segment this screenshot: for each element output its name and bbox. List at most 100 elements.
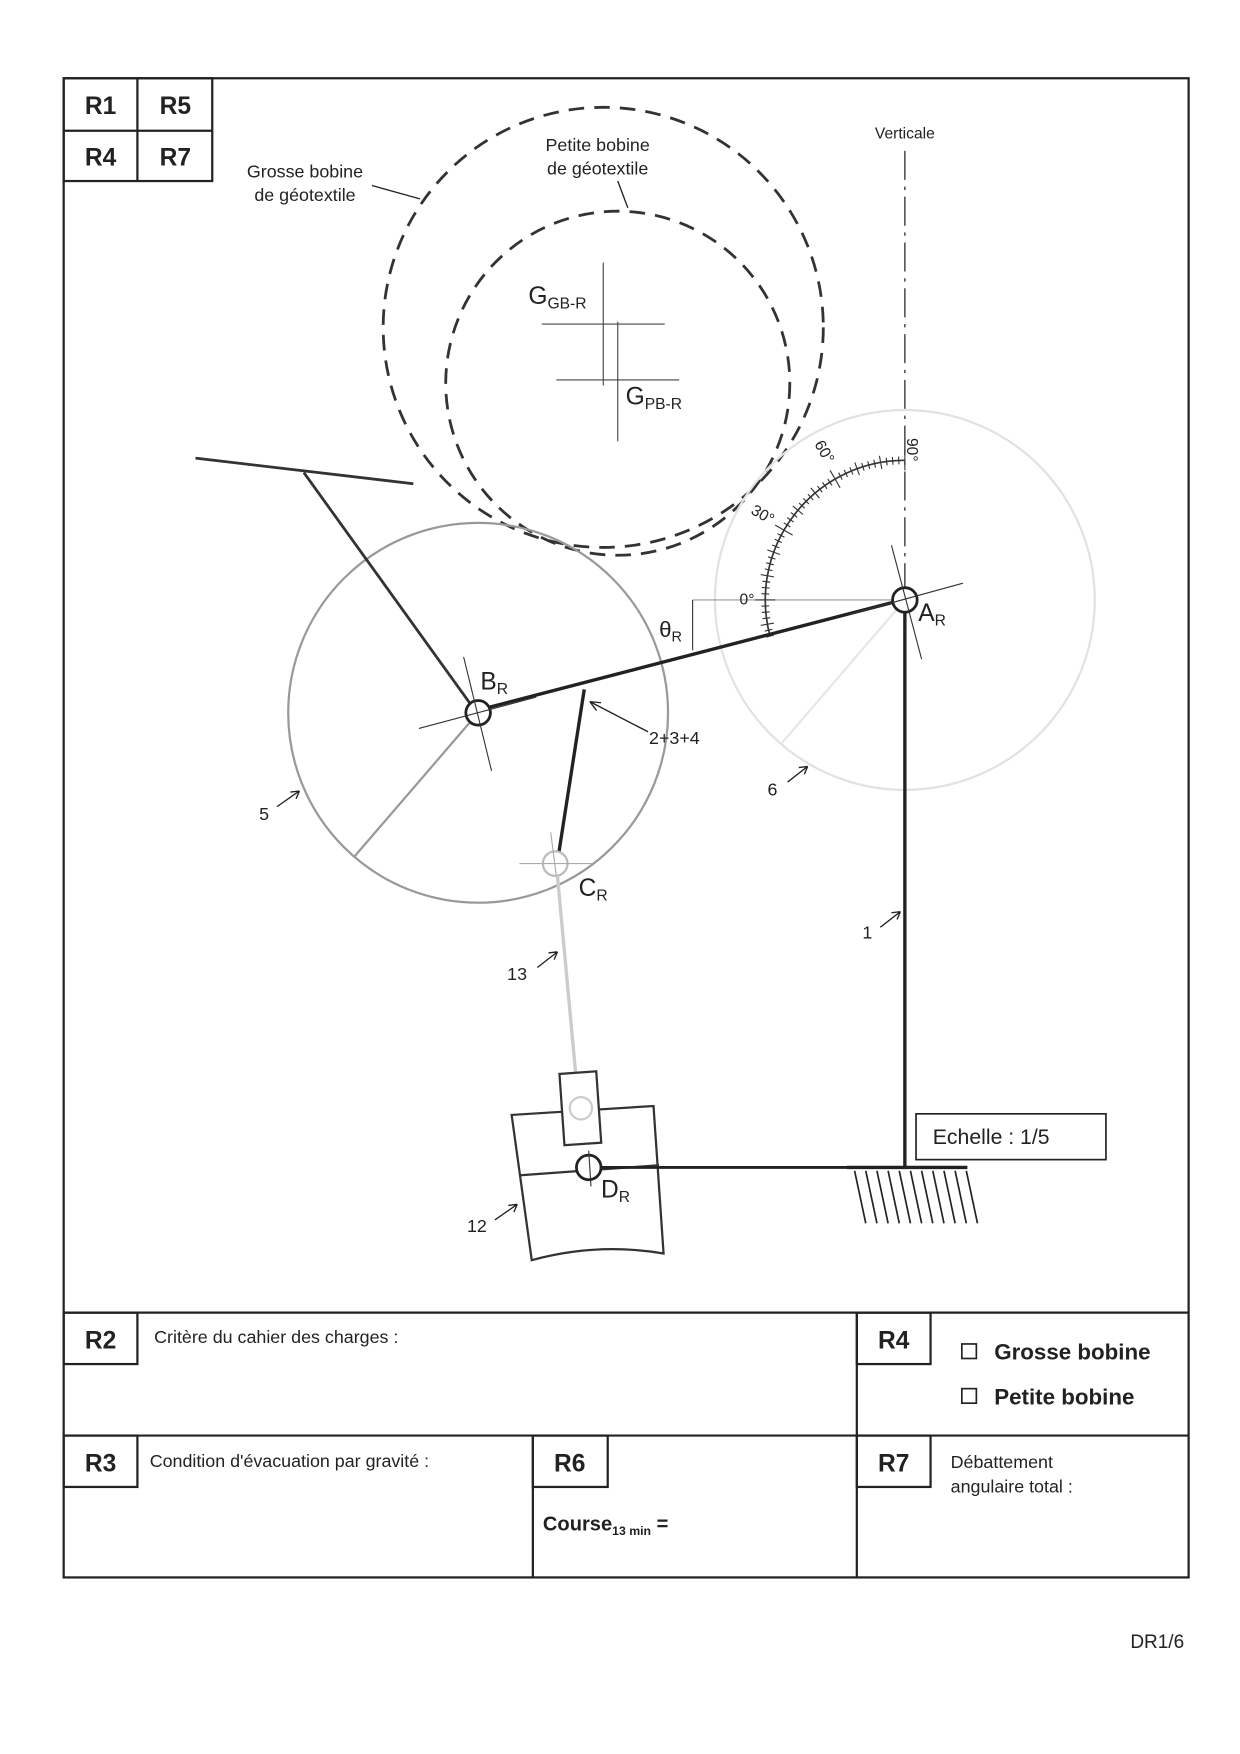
r3-tag: R3	[85, 1450, 116, 1477]
g-gb-label: GGB-R	[528, 283, 586, 312]
verticale-label: Verticale	[875, 126, 935, 143]
grosse-bobine-label-1: Grosse bobine	[247, 162, 363, 182]
protractor-tick	[762, 580, 771, 583]
protractor-tick	[885, 457, 888, 466]
angle-30-label: 30°	[748, 502, 777, 529]
r7-tag: R7	[878, 1450, 909, 1477]
a-label: AR	[918, 600, 946, 629]
petite-bobine-checkbox[interactable]	[960, 1387, 978, 1404]
ref-r5: R5	[160, 93, 191, 120]
protractor-tick	[810, 487, 820, 499]
protractor-tick	[827, 478, 833, 486]
protractor-tick	[822, 482, 828, 490]
protractor-arc	[764, 459, 905, 637]
protractor-tick	[760, 573, 775, 578]
protractor-tick	[891, 456, 894, 465]
page-number: DR1/6	[1130, 1632, 1184, 1653]
part-6-label: 6	[767, 779, 777, 799]
protractor-tick	[829, 470, 841, 489]
d-label: DR	[601, 1177, 630, 1206]
g-pb-label: GPB-R	[626, 383, 682, 412]
protractor-tick	[790, 512, 798, 518]
drawing-frame	[62, 77, 1190, 1579]
r7-answer-area[interactable]	[866, 1503, 1179, 1570]
hatch-line	[876, 1170, 889, 1224]
protractor-tick	[792, 505, 804, 515]
ref-r1: R1	[85, 93, 116, 120]
petite-bobine-arrow	[617, 180, 629, 209]
petite-bobine-label-1: Petite bobine	[546, 135, 650, 155]
petite-bobine-label-2: de géotextile	[547, 158, 648, 178]
b-label: BR	[480, 668, 508, 697]
petite-bobine-option: Petite bobine	[994, 1384, 1134, 1409]
g-gb-center-mark	[541, 262, 665, 386]
protractor-tick	[767, 549, 781, 556]
joint-b	[418, 656, 537, 772]
petite-bobine-circle	[444, 209, 792, 557]
part-1-label: 1	[862, 922, 872, 942]
part-arrows	[276, 700, 902, 1221]
joint-a	[848, 545, 964, 660]
ref-r7: R7	[160, 144, 191, 171]
protractor-tick	[767, 556, 776, 560]
r2-text: Critère du cahier des charges :	[154, 1327, 398, 1347]
r3-answer-area[interactable]	[73, 1495, 525, 1571]
protractor-tick	[766, 634, 774, 638]
part-5-circle	[287, 521, 670, 904]
grosse-bobine-arrow	[371, 184, 421, 200]
protractor-tick	[772, 544, 780, 549]
lever-line	[195, 456, 414, 486]
part-12	[510, 1070, 665, 1262]
r7-text-2: angulaire total :	[951, 1477, 1073, 1497]
protractor-tick	[798, 502, 806, 509]
hatch-line	[853, 1170, 867, 1224]
hatch-line	[864, 1170, 878, 1224]
arm-to-c	[556, 689, 586, 855]
protractor-tick	[786, 517, 795, 523]
part-12-label: 12	[467, 1216, 487, 1236]
r6-course: Course13 min =	[543, 1514, 668, 1538]
hatch-line	[920, 1170, 934, 1224]
protractor-tick	[817, 485, 823, 493]
theta-label: θR	[659, 617, 682, 645]
r2-answer-area[interactable]	[145, 1372, 849, 1430]
protractor-tick	[761, 611, 770, 614]
protractor-tick	[867, 461, 871, 469]
c-label: CR	[579, 875, 608, 904]
protractor-tick	[774, 524, 793, 536]
protractor-tick	[807, 493, 814, 501]
lever-arm	[302, 471, 472, 705]
part-13-label: 13	[507, 964, 527, 984]
hatch-line	[954, 1170, 968, 1224]
r6-answer-area[interactable]	[693, 1503, 849, 1570]
echelle-label: Echelle : 1/5	[933, 1126, 1050, 1149]
protractor-tick	[783, 522, 791, 528]
angle-0-label: 0°	[740, 591, 755, 608]
protractor-tick	[766, 562, 774, 566]
hatch-line	[898, 1170, 912, 1224]
protractor-tick	[764, 628, 773, 632]
hatch-line	[887, 1170, 901, 1224]
protractor-tick	[764, 568, 773, 572]
grosse-bobine-circle	[381, 105, 825, 549]
protractor-tick	[761, 586, 770, 589]
ref-r4: R4	[85, 144, 117, 171]
arm-2-3-4	[488, 600, 895, 709]
r3-text: Condition d'évacuation par gravité :	[150, 1451, 429, 1471]
part-5-radius	[353, 712, 479, 858]
protractor-tick	[838, 472, 843, 480]
protractor-tick	[849, 467, 854, 475]
hatch-line	[931, 1170, 945, 1224]
grosse-bobine-checkbox[interactable]	[960, 1343, 978, 1360]
protractor-tick	[861, 462, 865, 471]
protractor-tick	[873, 459, 877, 468]
protractor-tick	[878, 455, 883, 470]
reference-boxes: R1 R5 R4 R7	[62, 77, 214, 183]
ground-hatch	[853, 1170, 979, 1224]
grosse-bobine-option: Grosse bobine	[994, 1340, 1150, 1365]
protractor-ticks	[755, 450, 906, 638]
r4-tag: R4	[878, 1327, 910, 1354]
protractor-tick	[762, 617, 771, 620]
part-6-radius	[781, 599, 906, 744]
echelle-box	[915, 1112, 1107, 1161]
